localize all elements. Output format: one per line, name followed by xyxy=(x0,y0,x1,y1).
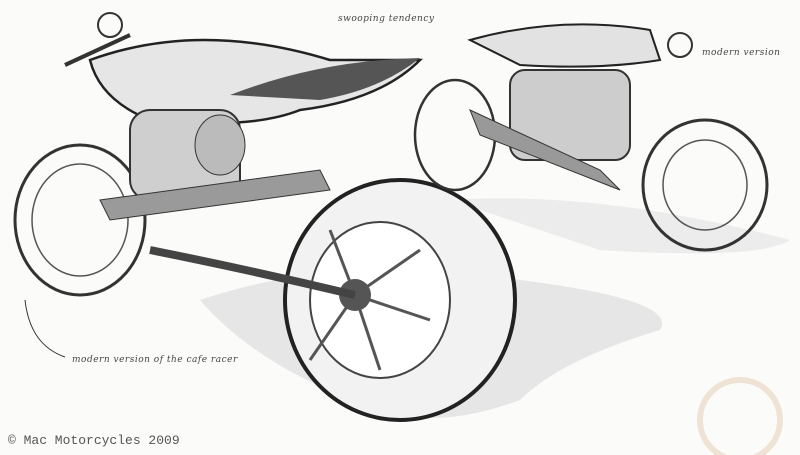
copyright-text: © Mac Motorcycles 2009 xyxy=(8,433,180,448)
annotation-right: modern version xyxy=(702,48,781,58)
annotation-bottom-left: modern version of the cafe racer xyxy=(72,355,238,365)
annotation-top: swooping tendency xyxy=(338,14,435,24)
